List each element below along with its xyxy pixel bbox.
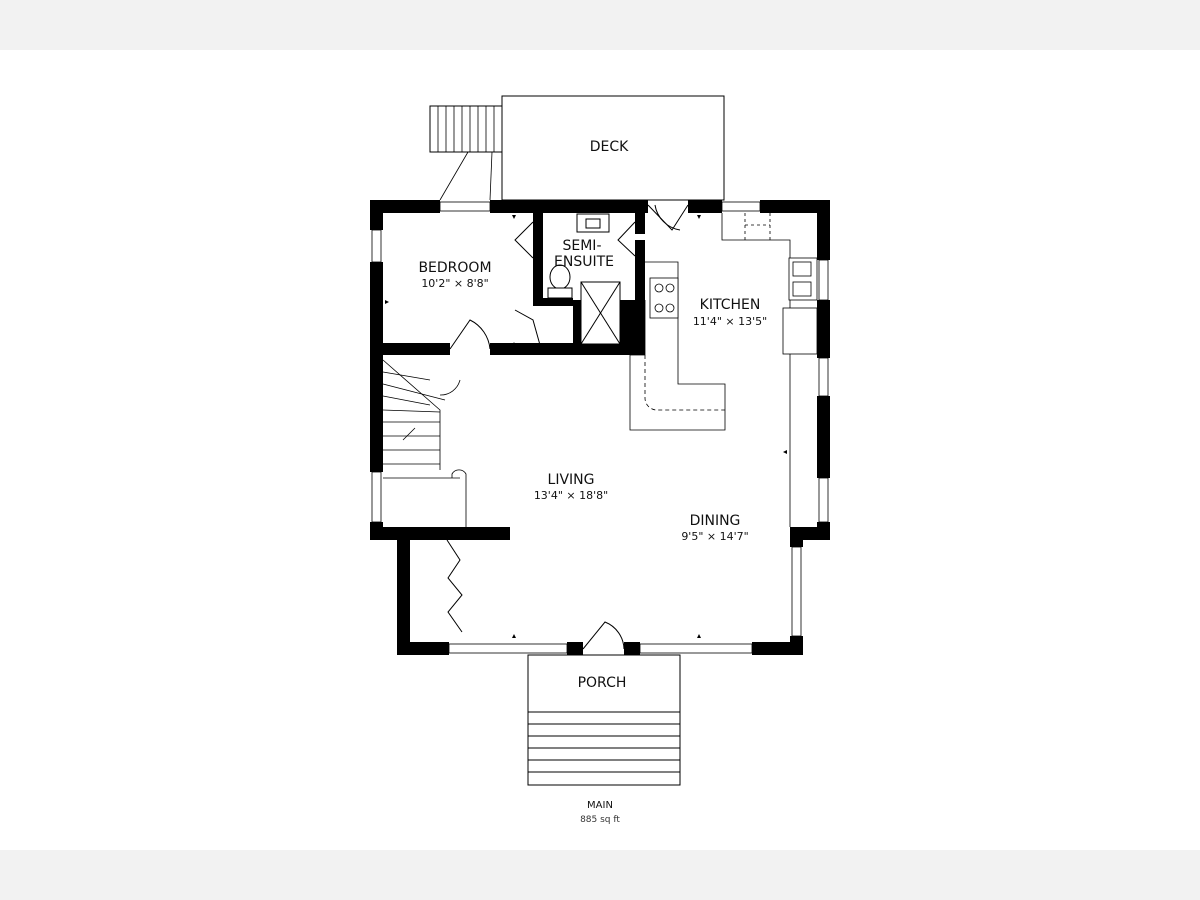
living-size: 13'4" × 18'8" (534, 489, 608, 502)
floor-area: 885 sq ft (580, 815, 620, 825)
dining-label: DINING (690, 513, 741, 529)
kitchen-label: KITCHEN (700, 297, 761, 313)
ensuite-label-line1: SEMI- (563, 238, 602, 254)
kitchen-fixtures (629, 213, 818, 527)
floor-label: MAIN (587, 800, 613, 811)
staircase (382, 359, 467, 527)
kitchen-size: 11'4" × 13'5" (693, 315, 767, 328)
dining-size: 9'5" × 14'7" (681, 530, 748, 543)
doors (446, 204, 689, 650)
porch-label: PORCH (578, 675, 627, 691)
porch (527, 654, 681, 786)
windows (371, 201, 829, 654)
living-label: LIVING (548, 472, 595, 488)
bedroom-label: BEDROOM (418, 260, 491, 276)
markers (385, 215, 787, 638)
deck-label: DECK (590, 139, 629, 155)
exterior-walls (370, 200, 830, 655)
bedroom-size: 10'2" × 8'8" (421, 277, 488, 290)
ensuite-label-line2: ENSUITE (554, 254, 614, 270)
ensuite-fixtures (547, 213, 621, 345)
deck (429, 95, 725, 201)
